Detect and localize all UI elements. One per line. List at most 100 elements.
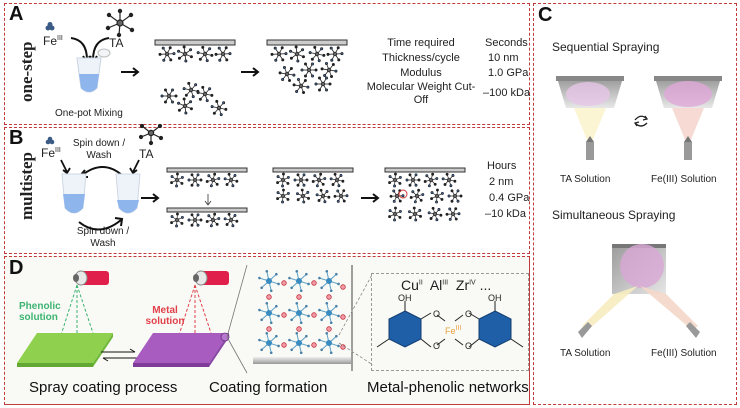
tube-right-icon (115, 173, 141, 214)
phenolic-node (326, 310, 332, 316)
simultaneous-title: Simultaneous Spraying (552, 208, 676, 222)
caption-spray-coating: Spray coating process (29, 379, 178, 396)
property-value: 2 nm (489, 176, 514, 188)
fe-solution-label: Fe(III) Solution (651, 174, 717, 185)
ta-label: TA (109, 36, 124, 50)
ta-molecule (320, 193, 326, 199)
metal-ion-node (326, 294, 332, 300)
ta-molecule (192, 177, 198, 183)
phenolic-spray-lines (60, 284, 94, 336)
metal-label: Metal solution (145, 305, 185, 327)
metal-ion-node (281, 342, 287, 348)
ta-label: TA (139, 147, 154, 161)
spray-can-metal-icon (193, 270, 229, 286)
spin-down-top-label: Spin down / Wash (72, 138, 126, 161)
metal-ion-node (311, 312, 317, 318)
property-name: Molecular Weight Cut-Off (366, 81, 476, 106)
ta-molecule (410, 177, 416, 183)
phenolic-node (296, 340, 302, 346)
caption-metal-phenolic-networks: Metal-phenolic networks (367, 379, 529, 396)
fe-ion-icon (45, 136, 55, 145)
substrate-layer-1-diagram (166, 167, 248, 188)
property-name: Modulus (400, 67, 442, 79)
ta-molecule (228, 217, 234, 223)
ta-molecule (280, 177, 286, 183)
ta-molecule (202, 91, 208, 97)
ta-molecule (298, 177, 304, 183)
panel-a: A one-step FeIII TA One-pot Mixing (4, 3, 530, 125)
ta-molecule (446, 177, 452, 183)
substrate-network-diagram (266, 39, 348, 95)
metal-ion-node (311, 280, 317, 286)
ta-molecule-icon (105, 8, 135, 38)
ta-molecule (326, 67, 332, 73)
panel-b: B multistep FeIII TA Spin down / Wash Sp… (4, 123, 530, 254)
zoom-lines (226, 264, 248, 374)
ta-molecule (394, 193, 400, 199)
ta-molecule (338, 193, 344, 199)
equilibrium-arrows (101, 348, 137, 362)
oh-right-label: OH (488, 293, 502, 303)
ta-molecule (210, 177, 216, 183)
caption-coating-formation: Coating formation (209, 379, 328, 396)
oxygen-label: O (465, 309, 473, 319)
ta-molecule (182, 51, 188, 57)
sequential-title: Sequential Spraying (552, 40, 660, 54)
ta-molecule (182, 103, 188, 109)
ta-molecule (284, 71, 290, 77)
metal-ion-node (296, 294, 302, 300)
metal-ion-node (340, 314, 346, 320)
ta-molecule (320, 81, 326, 87)
property-value: Hours (487, 160, 517, 172)
fe-label: FeIII (41, 146, 61, 160)
swap-arrows-icon (633, 115, 649, 127)
property-name: Time required (387, 37, 455, 49)
property-value: 10 nm (488, 52, 519, 64)
panel-d-label: D (9, 257, 24, 279)
property-value: Seconds (485, 37, 528, 49)
metal-ion-node (326, 326, 332, 332)
ta-molecule (300, 193, 306, 199)
ta-molecule (434, 193, 440, 199)
metal-ion-node (266, 294, 272, 300)
mixing-caption: One-pot Mixing (55, 108, 123, 119)
ta-molecule (294, 51, 300, 57)
simultaneous-spray-diagram (578, 244, 700, 338)
ta-molecule (174, 217, 180, 223)
fe-solution-label: Fe(III) Solution (651, 348, 717, 359)
spray-can-phenolic-icon (73, 270, 109, 286)
property-value: –10 kDa (485, 208, 526, 220)
spin-down-bottom-label: Spin down / Wash (76, 226, 130, 249)
ta-molecule (216, 105, 222, 111)
purple-plate (133, 332, 230, 367)
substrate-layer-2-diagram (166, 207, 248, 228)
ta-molecule (192, 217, 198, 223)
arrow-right (241, 67, 260, 77)
ta-molecule (202, 51, 208, 57)
oxygen-label: O (433, 341, 441, 351)
ta-molecule (210, 217, 216, 223)
ta-molecule (392, 177, 398, 183)
property-value: –100 kDa (483, 87, 531, 99)
ta-molecule (332, 51, 338, 57)
metal-ion-node (340, 284, 346, 290)
tube-left-icon (61, 173, 87, 214)
mixing-tube-icon (76, 48, 111, 93)
phenolic-node (326, 278, 332, 284)
ta-molecule-icon (138, 123, 164, 146)
ta-molecule (450, 211, 456, 217)
sequential-spray-ta-diagram (556, 76, 624, 160)
ta-molecule (414, 193, 420, 199)
phenolic-label: Phenolic solution (19, 301, 61, 323)
ta-molecule (428, 177, 434, 183)
fe-label: FeIII (43, 34, 63, 48)
oxygen-label: O (465, 341, 473, 351)
fe-ion-icon (45, 22, 55, 31)
substrate-multilayer-diagram (272, 167, 354, 204)
arrow-down (204, 194, 212, 206)
metal-ion-node (296, 326, 302, 332)
arrow-right (141, 193, 160, 203)
ta-molecule (174, 177, 180, 183)
ta-molecule (276, 51, 282, 57)
ta-molecule (452, 193, 458, 199)
